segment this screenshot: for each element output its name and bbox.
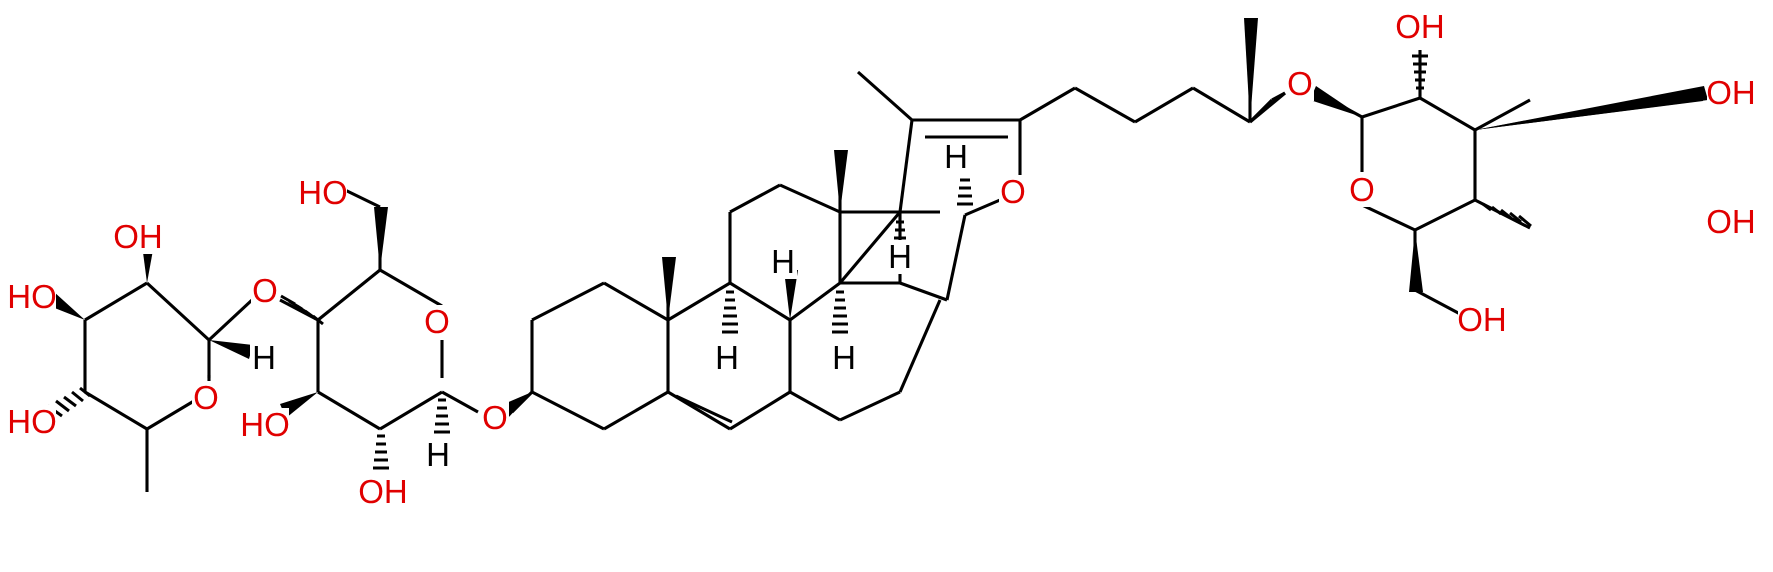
wedge-methyl-c13 — [834, 150, 848, 212]
hash-link-o — [280, 294, 324, 326]
atom-label-glc1-ring-o: O — [424, 303, 450, 340]
wedge-oh-right-glc2-stub — [1475, 86, 1708, 130]
atom-label-glc1-ho-ch2oh: HO — [298, 174, 348, 211]
hash-h-c14 — [832, 290, 848, 334]
atom-label-glc1-ho-left: HO — [240, 406, 290, 443]
atom-label-glc1-anomeric-h: H — [426, 436, 450, 473]
atom-label-furan-o: O — [1000, 173, 1026, 210]
atom-label-glc2-oh-right: OH — [1706, 74, 1756, 111]
label-halo — [481, 401, 509, 435]
steroid-ring-a — [530, 281, 670, 431]
wedge-h-c8 — [784, 270, 798, 320]
atom-label-h-c14: H — [832, 339, 856, 376]
atom-label-glc2-ring-o: O — [1349, 171, 1375, 208]
dihydrofuran-ring — [856, 70, 1076, 217]
atom-label-rha-ho-lower-left: HO — [7, 403, 57, 440]
label-halo — [1458, 303, 1506, 337]
label-halo — [251, 274, 279, 308]
atom-label-h-c9: H — [715, 339, 739, 376]
label-halo — [8, 405, 56, 439]
label-halo — [8, 280, 56, 314]
steroid-ring-b — [666, 257, 792, 431]
atom-label-rha-anomeric-h: H — [252, 339, 276, 376]
label-halo — [299, 176, 347, 210]
label-halo — [424, 438, 452, 472]
wedge-side-chain-methyl — [1244, 18, 1258, 122]
atom-label-glc1-link-o: O — [252, 272, 278, 309]
atom-label-h-c16: H — [944, 138, 968, 175]
label-halo — [1707, 205, 1755, 239]
label-halo — [423, 305, 451, 339]
hash-h-c16 — [957, 170, 973, 206]
hash-oh-top-glc2 — [1412, 54, 1428, 90]
hash-anomeric-h-glc — [434, 398, 450, 434]
label-halo — [241, 408, 289, 442]
glucose-terminal-right-oh-wedge — [1475, 88, 1703, 130]
double-bond-inner-delta5 — [675, 394, 733, 424]
atom-label-h-c17: H — [888, 238, 912, 275]
label-halo — [1348, 173, 1376, 207]
atom-label-glc2-oh-ch2oh: OH — [1457, 301, 1507, 338]
atom-label-rha-ho-left: HO — [7, 278, 57, 315]
hash-oh-bottom-glc — [373, 434, 389, 470]
glucose-inner-stereo-bonds — [280, 207, 450, 470]
atom-label-glc2-link-o: O — [1287, 65, 1313, 102]
side-chain-stereo — [1244, 18, 1258, 122]
hash-h-c9 — [722, 290, 738, 334]
wedge-glycosidic-o — [1310, 86, 1362, 117]
atom-label-glc2-oh-top: OH — [1395, 8, 1445, 45]
atom-label-rha-ring-o: O — [193, 379, 219, 416]
steroid-ring-c-stereo — [832, 150, 848, 334]
label-halo — [1286, 67, 1314, 101]
glucose-inner-ring — [316, 188, 479, 431]
label-halo — [1396, 10, 1444, 44]
rhamnose-ring — [83, 281, 211, 492]
wedge-ch2oh-glc2 — [1409, 230, 1423, 292]
label-halo — [713, 341, 741, 375]
label-halo — [114, 220, 162, 254]
wedge-anomeric-h — [209, 340, 253, 359]
label-halo — [250, 341, 278, 375]
label-halo — [192, 381, 220, 415]
atom-label-aglycone-o3: O — [482, 399, 508, 436]
label-halo — [769, 245, 797, 279]
hash-oh-lower-glc2 — [1482, 202, 1532, 228]
wedge-ho-left — [47, 291, 85, 320]
wedge-ho-left-glc — [280, 392, 318, 418]
atom-label-glc2-oh-lower: OH — [1706, 203, 1756, 240]
label-halo — [830, 341, 858, 375]
atom-label-rha-oh-top: OH — [113, 218, 163, 255]
label-halo — [359, 475, 407, 509]
wedge-ch2oh — [374, 207, 388, 270]
wedge-oh-right — [1475, 88, 1703, 130]
label-halo — [942, 140, 970, 174]
wedge-methyl-c10 — [662, 257, 676, 320]
glucose-terminal-stereo — [1310, 54, 1708, 292]
steroid-ring-b-stereo — [662, 257, 798, 334]
atom-label-glc1-oh-bottom: OH — [358, 473, 408, 510]
label-halo — [999, 175, 1027, 209]
label-halo — [886, 240, 914, 274]
atom-label-h-c8: H — [771, 243, 795, 280]
label-halo — [1707, 76, 1755, 110]
aglycone-o-link — [504, 390, 534, 418]
